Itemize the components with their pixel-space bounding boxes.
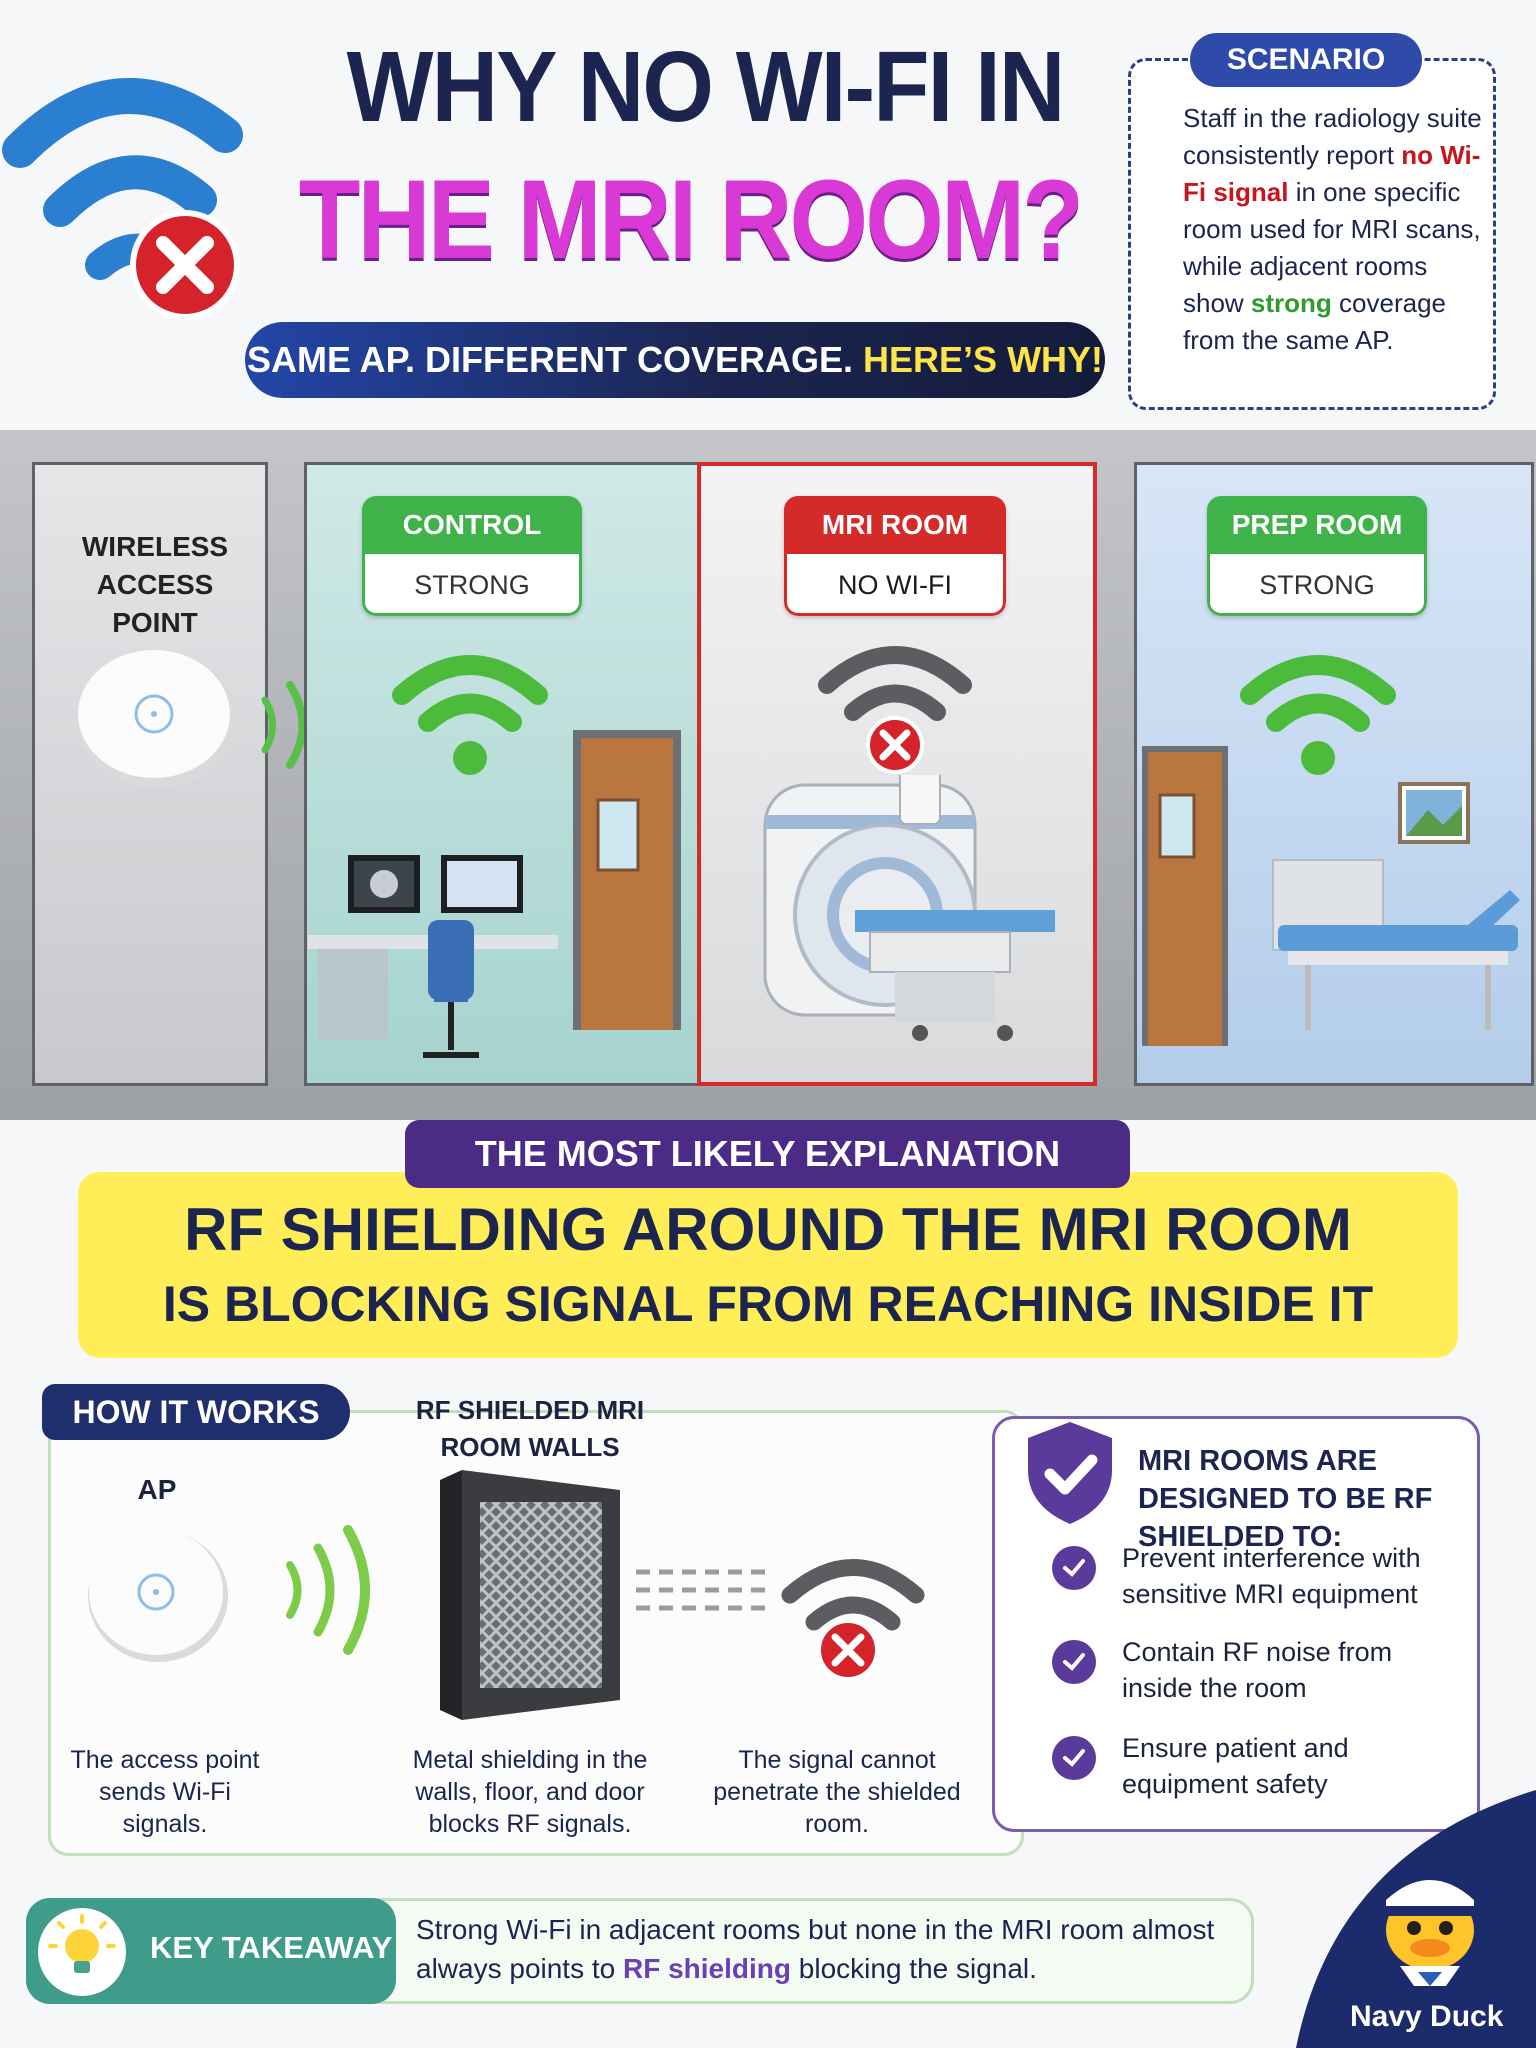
purpose-item: Contain RF noise from inside the room bbox=[1052, 1634, 1462, 1706]
control-room-label: CONTROL ROOM STRONG SIGNAL bbox=[362, 496, 582, 616]
brand-corner bbox=[1296, 1790, 1536, 2048]
wifi-off-icon bbox=[818, 646, 972, 774]
purpose-item-text: Prevent interference with sensitive MRI … bbox=[1122, 1543, 1421, 1609]
brand-name: Navy Duck bbox=[1350, 2000, 1504, 2033]
mri-room-status: NO WI-FI SIGNAL bbox=[784, 554, 1006, 616]
check-icon bbox=[1052, 1640, 1096, 1684]
access-point-device-icon bbox=[77, 650, 237, 788]
takeaway-text-3: blocking the signal. bbox=[791, 1953, 1037, 1984]
wifi-off-icon bbox=[2, 78, 243, 320]
shield-icon bbox=[1028, 1422, 1112, 1524]
lightbulb-icon bbox=[38, 1908, 126, 1996]
scenario-text: Staff in the radiology suite consistentl… bbox=[1183, 100, 1483, 359]
scenario-no-signal: no Wi-Fi signal bbox=[1183, 140, 1481, 207]
subtitle-banner: SAME AP. DIFFERENT COVERAGE. HERE’S WHY! bbox=[245, 322, 1105, 398]
explanation-banner bbox=[78, 1172, 1458, 1358]
caption-no-penetration: The signal cannot penetrate the shielded… bbox=[713, 1746, 961, 1838]
prep-room-status: STRONG SIGNAL bbox=[1207, 554, 1427, 616]
access-point-label: WIRELESS ACCESS POINT bbox=[81, 531, 229, 638]
prep-room-name: PREP ROOM bbox=[1207, 496, 1427, 554]
subtitle-text: SAME AP. DIFFERENT COVERAGE. bbox=[246, 339, 854, 380]
wifi-icon bbox=[392, 655, 548, 775]
explanation-tag: THE MOST LIKELY EXPLANATION bbox=[405, 1120, 1130, 1188]
explanation-line2: IS BLOCKING SIGNAL FROM REACHING INSIDE … bbox=[162, 1276, 1374, 1332]
purpose-item: Prevent interference with sensitive MRI … bbox=[1052, 1540, 1462, 1612]
prep-room-label: PREP ROOM STRONG SIGNAL bbox=[1207, 496, 1427, 616]
page-title-line1: WHY NO WI-FI IN bbox=[346, 31, 1066, 143]
blocked-signal-dashes bbox=[636, 1569, 771, 1611]
control-room-status: STRONG SIGNAL bbox=[362, 554, 582, 616]
takeaway-highlight: RF shielding bbox=[623, 1953, 791, 1984]
purpose-item: Ensure patient and equipment safety bbox=[1052, 1730, 1462, 1802]
takeaway-text: Strong Wi-Fi in adjacent rooms but none … bbox=[416, 1910, 1236, 1988]
check-icon bbox=[1052, 1546, 1096, 1590]
wifi-off-icon bbox=[781, 1559, 925, 1681]
scenario-box bbox=[1128, 58, 1496, 410]
mri-scanner-scene bbox=[763, 775, 1055, 1041]
scenario-text-1: Staff in the radiology suite consistentl… bbox=[1183, 103, 1482, 170]
scenario-text-5: coverage from the same AP. bbox=[1183, 288, 1446, 355]
scenario-text-3: in one specific room used for MRI scans,… bbox=[1183, 177, 1481, 318]
explanation-line1: RF SHIELDING AROUND THE MRI ROOM bbox=[184, 1196, 1352, 1263]
takeaway-text-1: Strong Wi-Fi in adjacent rooms but none … bbox=[416, 1914, 1215, 1984]
purpose-item-text: Ensure patient and equipment safety bbox=[1122, 1733, 1349, 1799]
mri-room-name: MRI ROOM bbox=[784, 496, 1006, 554]
mri-room-label: MRI ROOM NO WI-FI SIGNAL bbox=[784, 496, 1006, 616]
check-icon bbox=[1052, 1736, 1096, 1780]
shield-wall-label: RF SHIELDED MRI ROOM WALLS bbox=[415, 1395, 645, 1462]
signal-waves-icon bbox=[286, 1525, 370, 1655]
page-title-line2: THE MRI ROOM? bbox=[298, 157, 1084, 282]
takeaway-label: KEY TAKEAWAY bbox=[150, 1930, 393, 1965]
access-point-device-icon bbox=[88, 1529, 228, 1662]
purpose-title: MRI ROOMS ARE DESIGNED TO BE RF SHIELDED… bbox=[1138, 1445, 1433, 1553]
scenario-strong: strong bbox=[1250, 288, 1332, 318]
caption-shielding: Metal shielding in the walls, floor, and… bbox=[412, 1746, 648, 1838]
caption-access-point: The access point sends Wi-Fi signals. bbox=[70, 1746, 260, 1838]
prep-room-scene bbox=[1142, 746, 1520, 1046]
wifi-icon bbox=[1240, 655, 1396, 775]
scenario-tag: SCENARIO bbox=[1190, 33, 1422, 87]
shielded-wall-icon bbox=[440, 1470, 620, 1720]
control-room-name: CONTROL ROOM bbox=[362, 496, 582, 598]
duck-icon bbox=[1384, 1880, 1476, 1986]
purpose-item-text: Contain RF noise from inside the room bbox=[1122, 1637, 1393, 1703]
control-room-scene bbox=[308, 730, 681, 1058]
ap-label: AP bbox=[137, 1474, 177, 1505]
subtitle-highlight: HERE’S WHY! bbox=[863, 339, 1104, 380]
how-it-works-tag: HOW IT WORKS bbox=[42, 1384, 350, 1440]
